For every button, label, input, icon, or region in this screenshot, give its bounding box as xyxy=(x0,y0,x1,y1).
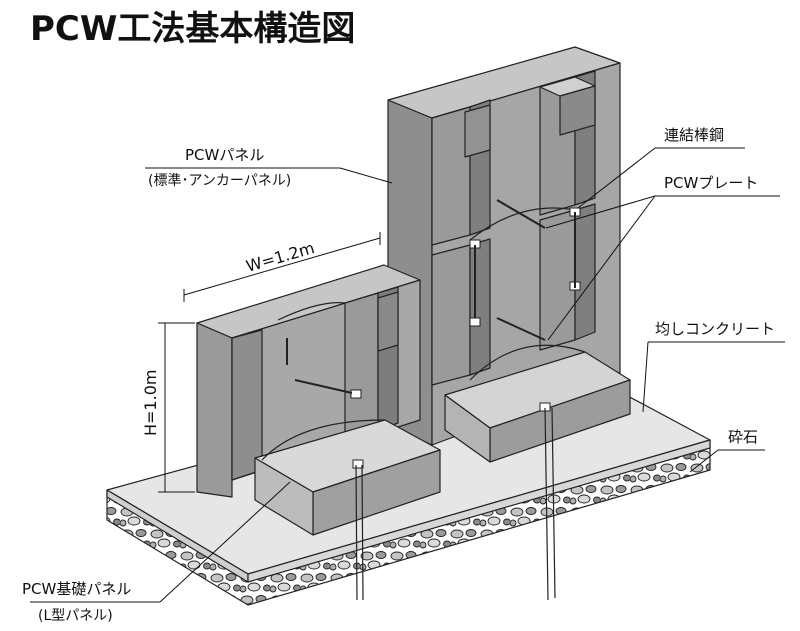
label-connecting-rebar: 連結棒鋼 xyxy=(577,126,745,209)
label-pcw-panel: PCWパネル (標準･アンカーパネル) xyxy=(145,146,393,189)
front-pcw-foundation-panel xyxy=(196,264,441,601)
connecting-rebar-label: 連結棒鋼 xyxy=(664,126,724,144)
height-dimension: H=1.0m xyxy=(141,322,195,493)
diagram-title: PCW工法基本構造図 xyxy=(30,9,355,49)
foundation-panel-label: PCW基礎パネル xyxy=(22,580,131,598)
pcw-panel-sublabel: (標準･アンカーパネル) xyxy=(148,173,291,189)
crushed-stone-label: 砕石 xyxy=(728,428,758,446)
height-dimension-label: H=1.0m xyxy=(141,370,160,436)
label-pcw-plate: PCWプレート xyxy=(545,174,780,341)
leveling-concrete-label: 均しコンクリート xyxy=(655,320,775,338)
label-leveling-concrete: 均しコンクリート xyxy=(642,320,785,413)
label-crushed-stone: 砕石 xyxy=(689,428,765,473)
width-dimension-label: W=1.2m xyxy=(244,238,317,276)
pcw-plate-label: PCWプレート xyxy=(664,174,758,192)
rear-pcw-panel xyxy=(387,46,631,601)
foundation-panel-sublabel: (L型パネル) xyxy=(38,608,113,624)
pcw-panel-label: PCWパネル xyxy=(185,146,264,164)
label-foundation-panel: PCW基礎パネル (L型パネル) xyxy=(22,481,291,624)
